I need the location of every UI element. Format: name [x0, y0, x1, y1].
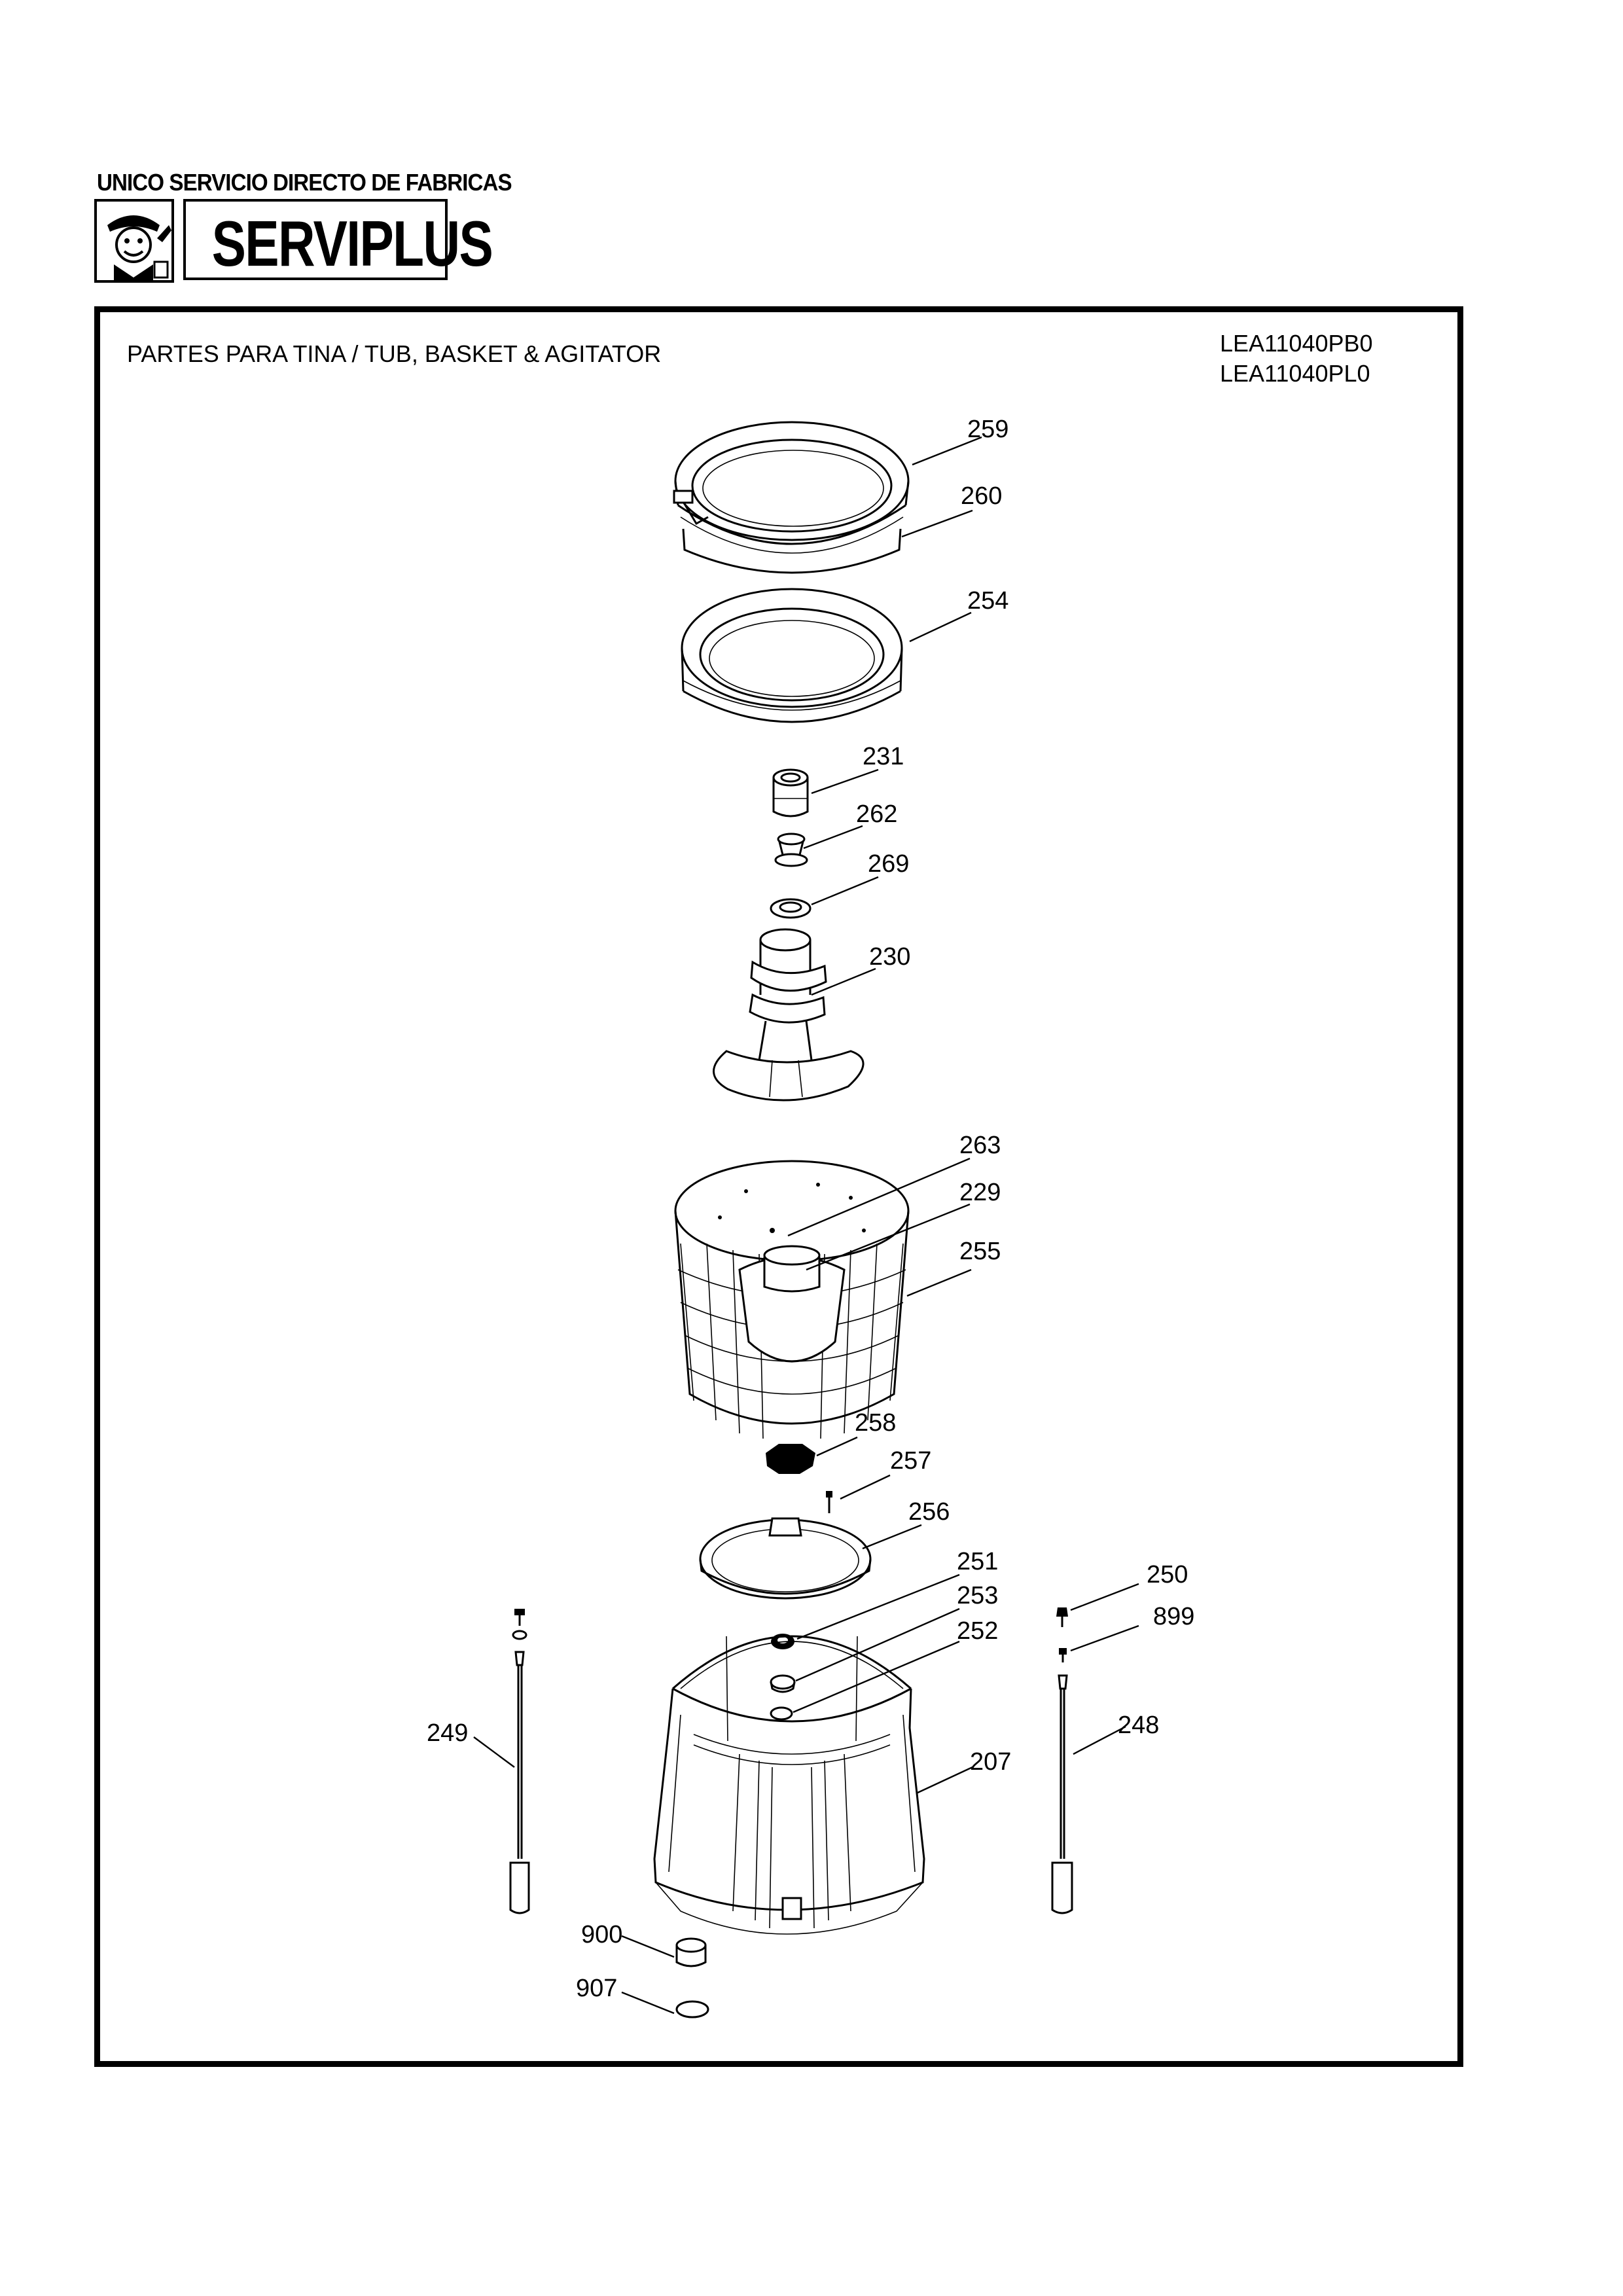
- model-number: LEA11040PL0: [1220, 360, 1370, 387]
- brand-logo: SERVIPLUS: [183, 199, 493, 280]
- outer-tub: [653, 1635, 925, 1935]
- hub-nut: [766, 1444, 815, 1474]
- callout-254: 254: [967, 587, 1008, 615]
- balancer-ring: [681, 588, 903, 723]
- callout-207: 207: [970, 1748, 1011, 1776]
- callout-907: 907: [576, 1975, 617, 2002]
- callout-labels: 259 260 254 231 262 269 230 263 229 255 …: [427, 416, 1194, 2002]
- drain-ring: [675, 2000, 709, 2018]
- screw: [826, 1491, 832, 1513]
- callout-263: 263: [959, 1132, 1001, 1159]
- bearing: [770, 1674, 796, 1693]
- callout-259: 259: [967, 416, 1008, 443]
- washer: [770, 898, 812, 919]
- callout-255: 255: [959, 1238, 1001, 1265]
- callout-257: 257: [890, 1447, 931, 1475]
- tub-cover: [673, 421, 910, 554]
- callout-229: 229: [959, 1179, 1001, 1206]
- basket-bottom-plate: [699, 1517, 872, 1600]
- callout-248: 248: [1118, 1712, 1159, 1739]
- drain-cap: [675, 1937, 707, 1967]
- agitator-bolt: [774, 833, 808, 867]
- pulsator-agitator: [713, 928, 865, 1102]
- callout-253: 253: [957, 1582, 998, 1609]
- diagram-title: PARTES PARA TINA / TUB, BASKET & AGITATO…: [127, 340, 662, 367]
- leader-lines: [473, 436, 1139, 2015]
- callout-900: 900: [581, 1921, 622, 1948]
- suspension-rod-left: [509, 1609, 530, 1914]
- callout-249: 249: [427, 1719, 468, 1747]
- model-number: LEA11040PB0: [1220, 330, 1373, 357]
- agitator-cap: [772, 768, 809, 817]
- logo-tagline: UNICO SERVICIO DIRECTO DE FABRICAS: [97, 169, 512, 196]
- o-ring: [770, 1706, 793, 1721]
- callout-260: 260: [961, 482, 1002, 510]
- callout-262: 262: [856, 800, 897, 828]
- spin-basket: [674, 1160, 910, 1439]
- mascot-icon: [94, 199, 174, 283]
- callout-250: 250: [1147, 1561, 1188, 1588]
- suspension-rod-right: [1051, 1607, 1073, 1914]
- diagram-frame: [94, 306, 1463, 2067]
- callout-899: 899: [1153, 1603, 1194, 1630]
- callout-231: 231: [863, 743, 904, 770]
- tub-cover-ring: [682, 528, 902, 574]
- callout-252: 252: [957, 1617, 998, 1645]
- callout-230: 230: [869, 943, 910, 971]
- callout-256: 256: [908, 1498, 950, 1526]
- callout-251: 251: [957, 1548, 998, 1575]
- callout-269: 269: [868, 850, 909, 878]
- callout-258: 258: [855, 1409, 896, 1437]
